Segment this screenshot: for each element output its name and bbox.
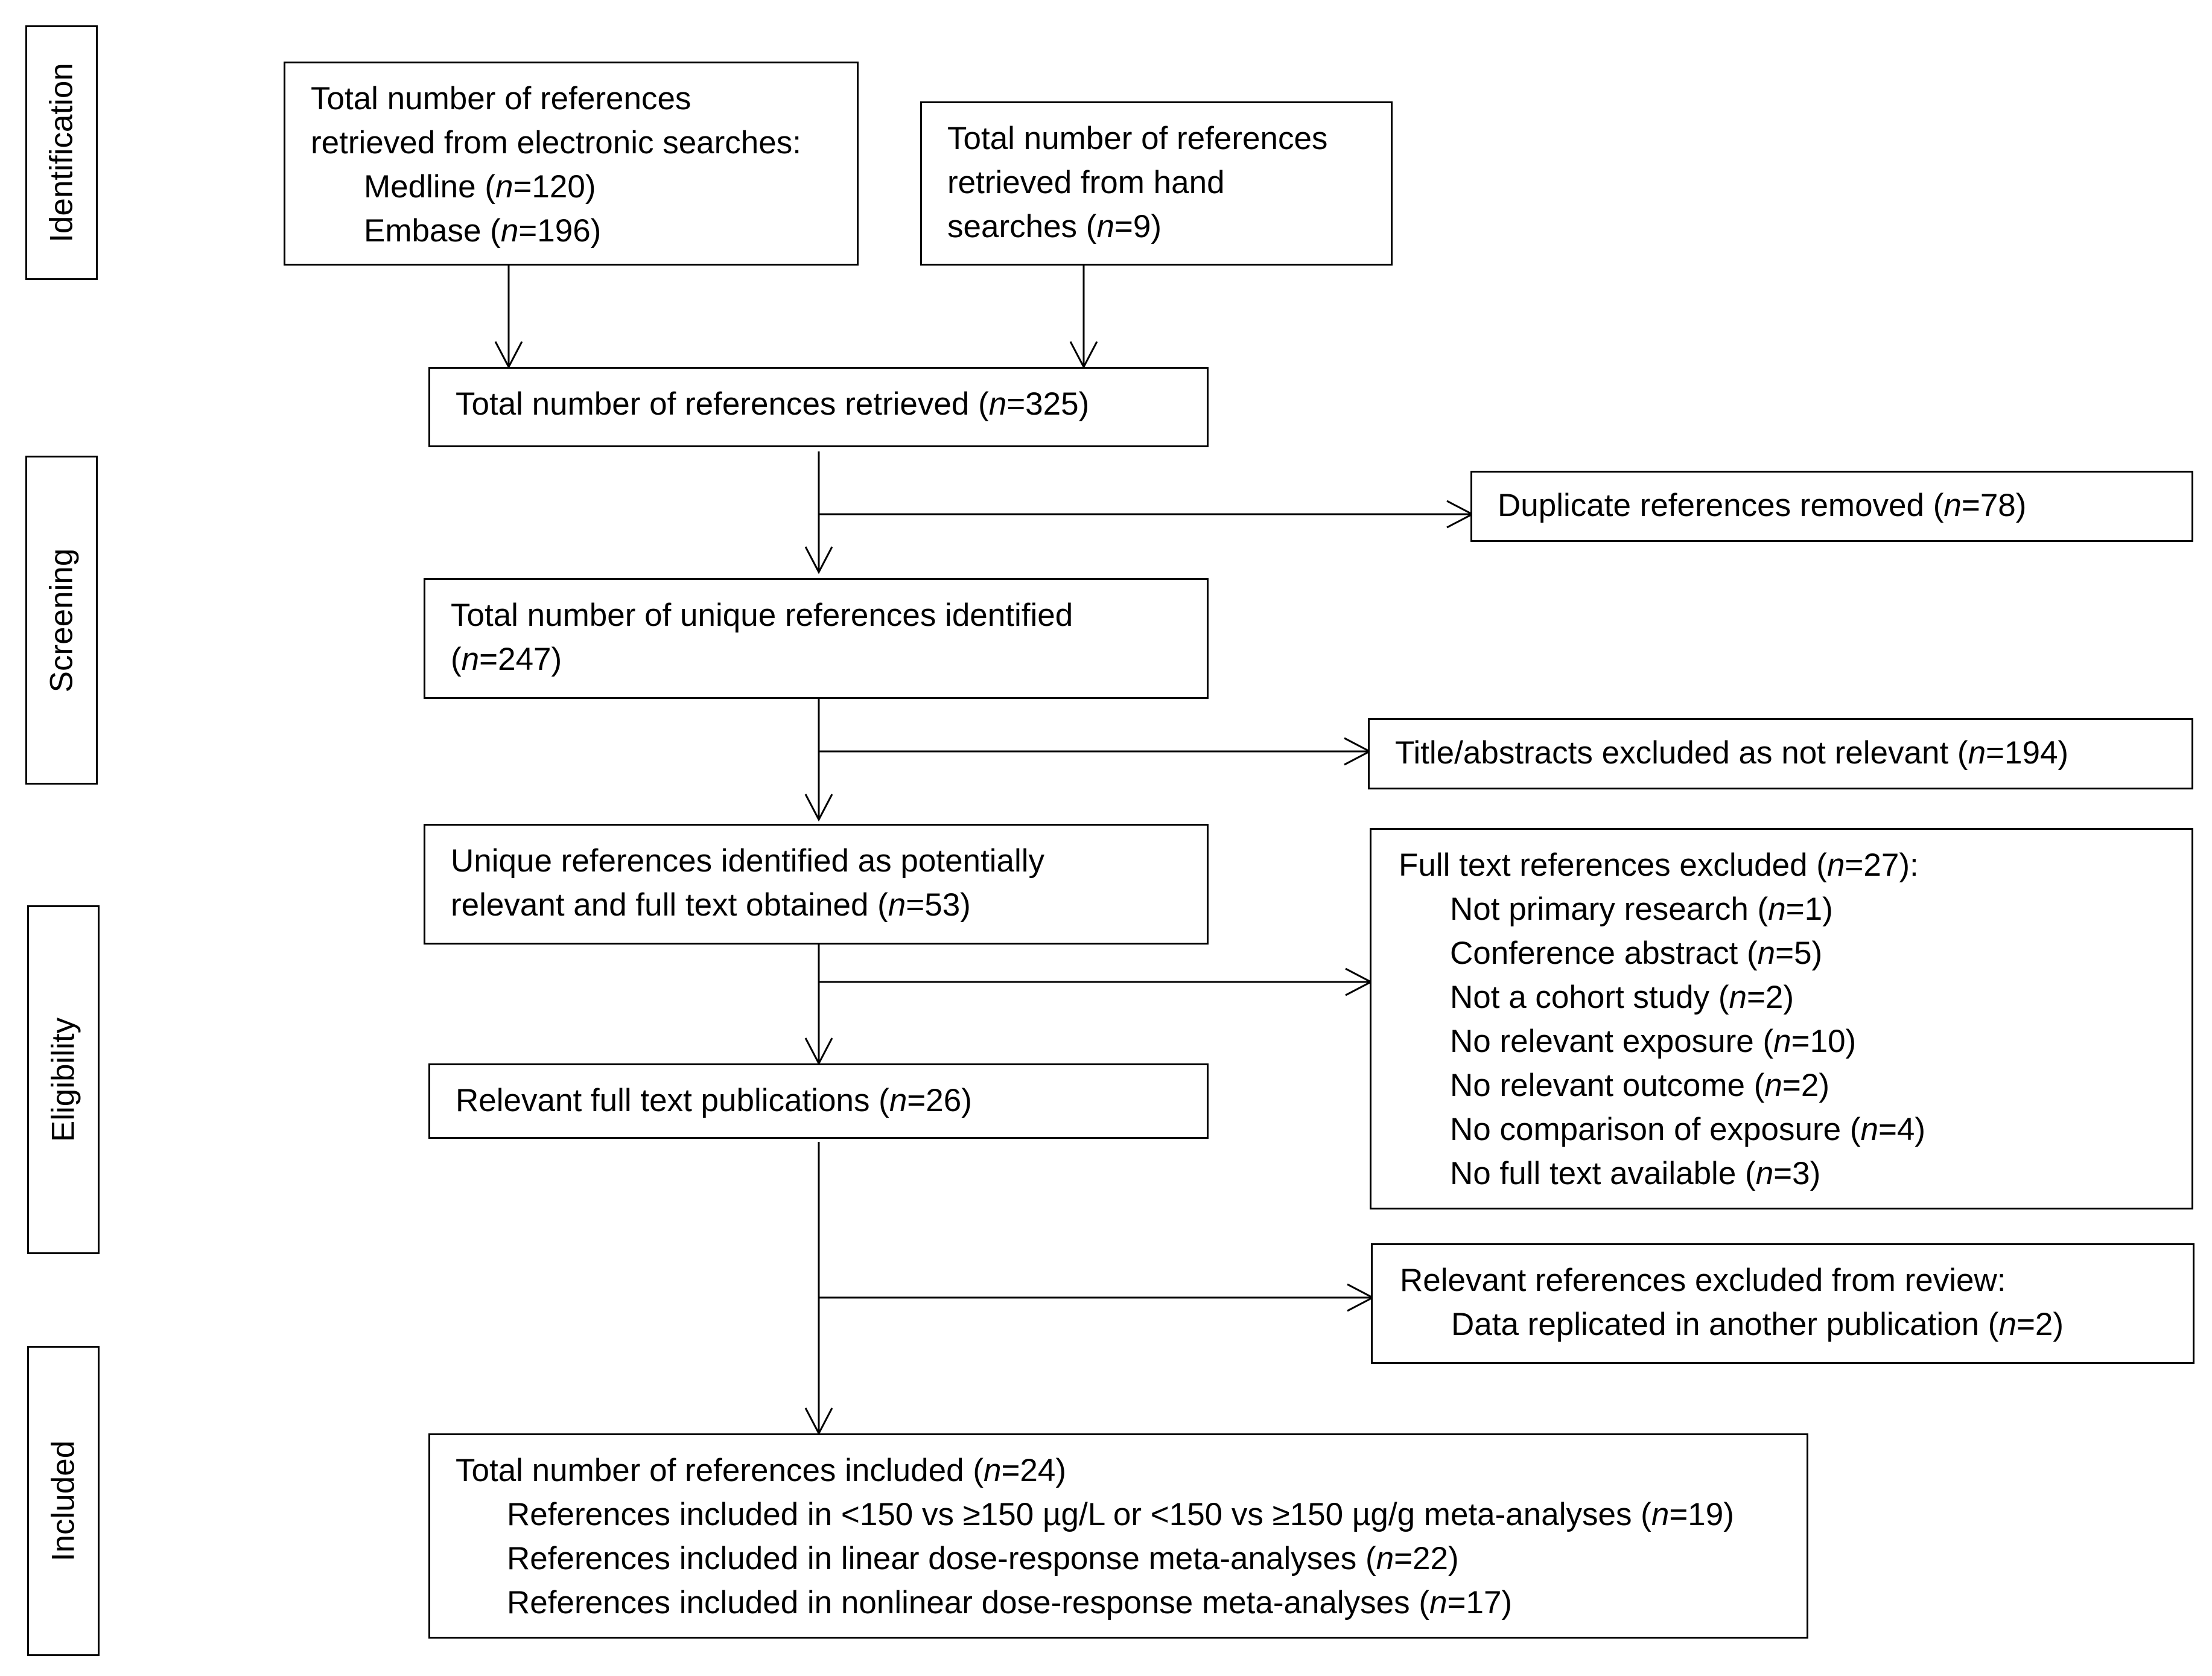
included-item: References included in nonlinear dose-re… (507, 1585, 1513, 1620)
potentially-relevant-box: Unique references identified as potentia… (424, 824, 1209, 945)
fulltext-excluded-box: Full text references excluded (n=27): No… (1370, 828, 2193, 1209)
potential-line-1: Unique references identified as potentia… (451, 843, 1045, 879)
title-abstracts-excluded-box: Title/abstracts excluded as not relevant… (1368, 718, 2193, 789)
title-abstracts-excluded-text: Title/abstracts excluded as not relevant… (1395, 735, 2069, 771)
potential-count: relevant and full text obtained (n=53) (451, 887, 971, 923)
exclusion-reason: No relevant exposure (n=10) (1450, 1024, 1857, 1059)
relevant-fulltext-text: Relevant full text publications (n=26) (456, 1083, 972, 1118)
included-header: Total number of references included (n=2… (456, 1453, 1067, 1488)
included-box: Total number of references included (n=2… (428, 1433, 1808, 1639)
electronic-line-1: Total number of references (311, 81, 691, 116)
electronic-searches-box: Total number of references retrieved fro… (284, 62, 859, 266)
unique-count: (n=247) (451, 642, 562, 677)
exclusion-reason: Conference abstract (n=5) (1450, 935, 1823, 971)
stage-identification: Identification (25, 25, 98, 280)
exclusion-reason: No comparison of exposure (n=4) (1450, 1112, 1926, 1147)
hand-count: searches (n=9) (947, 209, 1162, 244)
hand-line-1: Total number of references (947, 121, 1328, 156)
exclusion-reason: Not primary research (n=1) (1450, 891, 1833, 927)
review-excluded-header: Relevant references excluded from review… (1400, 1263, 2006, 1298)
stage-screening: Screening (25, 456, 98, 785)
exclusion-reason: No relevant outcome (n=2) (1450, 1068, 1829, 1103)
embase-count: Embase (n=196) (364, 213, 602, 249)
fulltext-excluded-header: Full text references excluded (n=27): (1399, 847, 1919, 883)
medline-count: Medline (n=120) (364, 169, 596, 205)
exclusion-reason: Not a cohort study (n=2) (1450, 980, 1794, 1015)
total-retrieved-box: Total number of references retrieved (n=… (428, 367, 1209, 447)
review-excluded-box: Relevant references excluded from review… (1371, 1243, 2195, 1364)
total-retrieved-text: Total number of references retrieved (n=… (456, 386, 1090, 422)
duplicates-removed-text: Duplicate references removed (n=78) (1498, 488, 2027, 523)
review-excluded-reason: Data replicated in another publication (… (1451, 1307, 2064, 1342)
stage-eligibility: Eligibility (27, 905, 100, 1254)
stage-included: Included (27, 1346, 100, 1656)
duplicates-removed-box: Duplicate references removed (n=78) (1470, 471, 2193, 542)
exclusion-reason: No full text available (n=3) (1450, 1156, 1821, 1191)
electronic-line-2: retrieved from electronic searches: (311, 125, 801, 161)
included-item: References included in linear dose-respo… (507, 1541, 1459, 1576)
hand-searches-box: Total number of references retrieved fro… (920, 101, 1393, 266)
included-item: References included in <150 vs ≥150 µg/L… (507, 1497, 1734, 1532)
hand-line-2: retrieved from hand (947, 165, 1225, 200)
unique-references-box: Total number of unique references identi… (424, 578, 1209, 699)
relevant-fulltext-box: Relevant full text publications (n=26) (428, 1063, 1209, 1139)
unique-line-1: Total number of unique references identi… (451, 597, 1073, 633)
